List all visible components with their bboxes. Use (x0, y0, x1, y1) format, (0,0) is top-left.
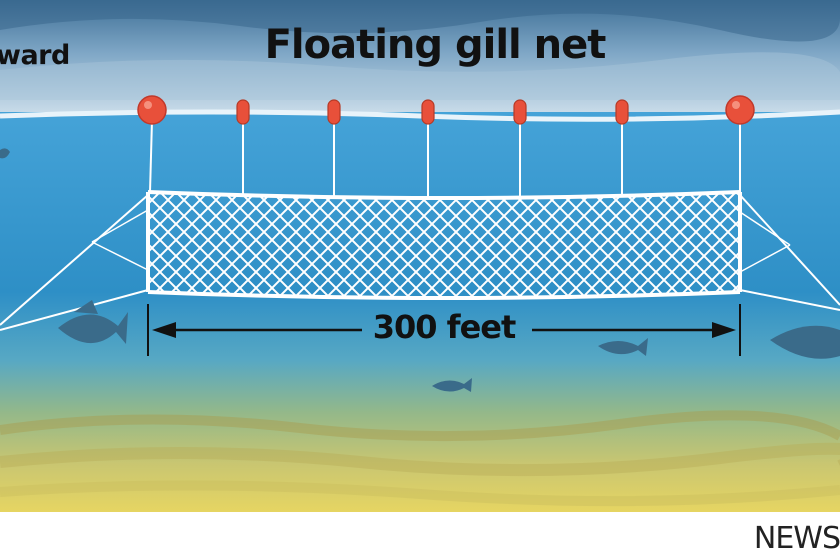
cloud-band (0, 0, 840, 42)
gill-net-illustration (0, 0, 840, 512)
buoy-icon (137, 95, 167, 125)
anchor-line-right (739, 244, 791, 273)
float-icon (327, 99, 341, 125)
anchor-line-right (739, 289, 840, 311)
water-surface (0, 109, 840, 122)
float-line (147, 190, 741, 200)
fish-icon (770, 325, 840, 359)
sand-ripple (0, 442, 840, 477)
dimension-arrowhead-right (712, 322, 736, 338)
buoy-lines (149, 119, 741, 199)
buoy-icon (725, 95, 755, 125)
net-length-label: 300 feet (372, 308, 517, 346)
fish-icon (58, 300, 128, 344)
side-label: ward (0, 40, 70, 71)
anchor-line-right (739, 211, 791, 246)
fish-icon (598, 338, 648, 356)
gill-net-scene (0, 0, 840, 512)
float-icon (236, 99, 250, 125)
fish-icon (0, 148, 10, 159)
net-mesh (148, 192, 740, 298)
fish-icon (432, 378, 472, 392)
anchor-line-left (91, 209, 149, 243)
float-icon (615, 99, 629, 125)
sand-ripple (0, 480, 840, 507)
lead-line (147, 290, 741, 300)
sand-ripple (0, 410, 840, 442)
anchor-line-left (0, 194, 149, 326)
float-icon (421, 99, 435, 125)
anchor-line-left (91, 241, 149, 271)
cloud-band (0, 52, 840, 100)
diagram-title: Floating gill net (264, 22, 607, 68)
credit-logo: NEWS (753, 521, 840, 556)
anchor-line-right (739, 194, 840, 306)
float-icon (513, 99, 527, 125)
water (0, 112, 840, 512)
anchor-line-left (0, 289, 149, 331)
dimension-arrowhead-left (152, 322, 176, 338)
